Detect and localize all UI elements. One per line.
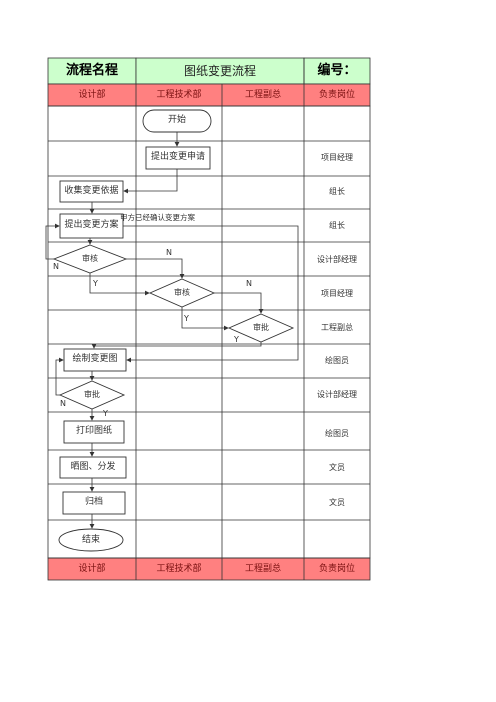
node-start-label: 开始 xyxy=(167,115,186,125)
header-number-cell xyxy=(303,57,371,85)
column-label-vp-top: 工程副总 xyxy=(244,90,281,100)
node-end xyxy=(58,528,124,552)
node-review1-label: 审核 xyxy=(82,254,98,263)
node-archive-label: 归档 xyxy=(84,497,103,507)
header-name-label: 流程名程 xyxy=(65,63,118,78)
node-draw-label: 绘制变更图 xyxy=(72,354,118,364)
label-y-approve2: Y xyxy=(103,409,108,418)
role-row-5: 设计部经理 xyxy=(317,255,357,264)
role-row-9: 设计部经理 xyxy=(317,390,357,399)
label-y-review2: Y xyxy=(184,314,189,323)
role-row-4: 组长 xyxy=(329,221,345,230)
role-row-7: 工程副总 xyxy=(321,323,353,332)
header-number-label: 编号： xyxy=(317,63,357,78)
label-n-review1: N xyxy=(53,262,59,271)
node-distribute xyxy=(59,456,127,479)
header-process-name: 图纸变更流程 xyxy=(183,64,256,78)
node-approve1-label: 审批 xyxy=(253,323,269,332)
node-review2-label: 审核 xyxy=(174,288,190,297)
role-row-3: 组长 xyxy=(329,187,345,196)
role-row-12: 文员 xyxy=(329,498,345,507)
column-label-role-top: 负责岗位 xyxy=(318,90,355,100)
node-distribute-label: 晒图、分发 xyxy=(70,462,116,472)
role-row-6: 项目经理 xyxy=(321,289,353,298)
node-propose-label: 提出变更方案 xyxy=(64,220,119,230)
column-label-role-bottom: 负责岗位 xyxy=(318,564,355,574)
header-name-label-cell xyxy=(47,57,137,85)
header-process-name-cell xyxy=(135,57,305,85)
node-collect xyxy=(59,180,124,203)
label-n-review1-right: N xyxy=(166,248,172,257)
role-row-11: 文员 xyxy=(329,463,345,472)
column-label-tech-bottom: 工程技术部 xyxy=(156,564,202,574)
label-y-review1: Y xyxy=(93,279,98,288)
label-y-approve1: Y xyxy=(234,335,239,344)
grid-lines xyxy=(47,58,371,580)
node-collect-label: 收集变更依据 xyxy=(64,186,119,196)
node-apply xyxy=(145,146,211,170)
column-label-design-top: 设计部 xyxy=(78,90,106,100)
node-print-label: 打印图纸 xyxy=(75,426,112,436)
node-propose xyxy=(59,213,124,239)
role-row-8: 绘图员 xyxy=(325,356,349,365)
node-draw xyxy=(63,348,127,372)
label-n-review2: N xyxy=(246,279,252,288)
role-row-10: 绘图员 xyxy=(325,429,349,438)
node-approve2-label: 审批 xyxy=(84,390,100,399)
node-end-label: 结束 xyxy=(81,535,100,545)
node-archive xyxy=(62,491,126,515)
column-label-vp-bottom: 工程副总 xyxy=(244,564,281,574)
role-row-2: 项目经理 xyxy=(321,153,353,162)
annotation-client-confirm: 甲方已经确认变更方案 xyxy=(120,213,195,222)
connector-lines xyxy=(45,132,299,529)
node-print xyxy=(63,420,125,444)
label-n-approve2: N xyxy=(60,399,66,408)
column-label-tech-top: 工程技术部 xyxy=(156,90,202,100)
node-apply-label: 提出变更申请 xyxy=(150,152,205,162)
column-label-design-bottom: 设计部 xyxy=(78,564,106,574)
